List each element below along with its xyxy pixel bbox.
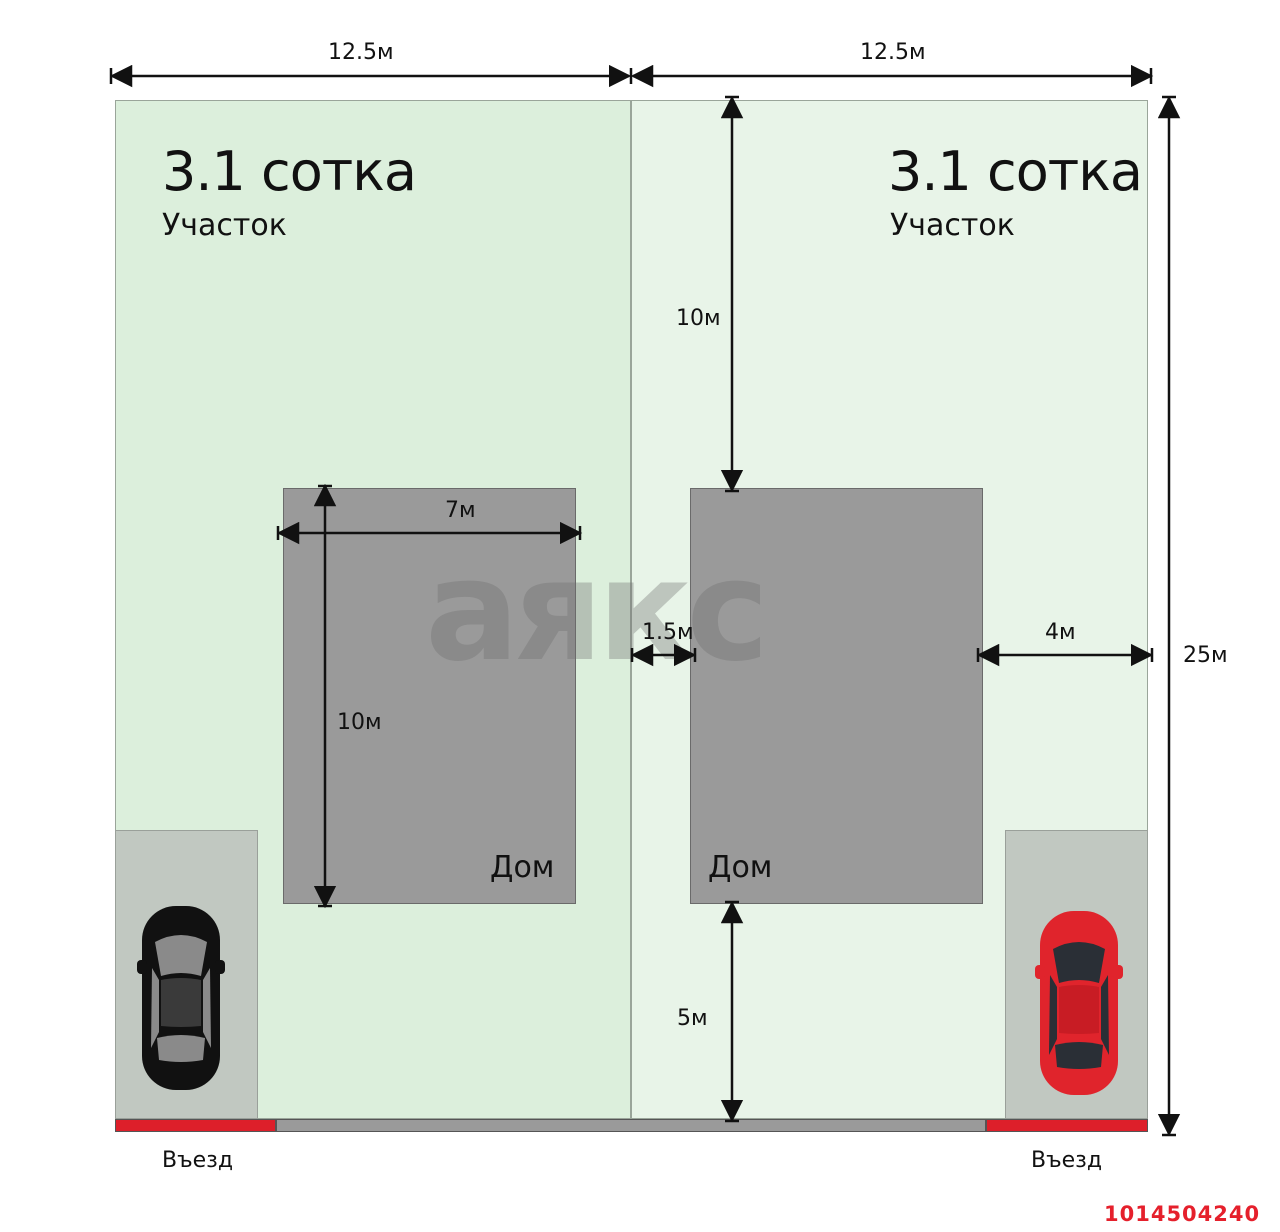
entry-label-left: Въезд: [162, 1148, 234, 1173]
dim-house-width: 7м: [445, 498, 476, 523]
house-label-left: Дом: [490, 850, 555, 885]
road-strip: [276, 1119, 986, 1132]
entry-label-right: Въезд: [1031, 1148, 1103, 1173]
listing-id: 1014504240: [1104, 1202, 1261, 1226]
plot-label-left: Участок: [162, 208, 287, 243]
watermark-logo: аякс: [425, 530, 769, 693]
dim-total-depth: 25м: [1183, 643, 1228, 668]
dim-house-depth: 10м: [337, 710, 382, 735]
dim-plot-width-right: 12.5м: [860, 40, 926, 65]
plot-area-right: 3.1 сотка: [888, 140, 1143, 203]
entry-strip-left: [115, 1119, 276, 1132]
dim-front-setback: 10м: [676, 306, 721, 331]
plot-label-right: Участок: [890, 208, 1015, 243]
dim-side-gap: 1.5м: [642, 620, 694, 645]
dim-rear-setback: 5м: [677, 1006, 708, 1031]
house-right: [690, 488, 983, 904]
dim-plot-width-left: 12.5м: [328, 40, 394, 65]
car-icon-right: [1035, 911, 1123, 1095]
house-label-right: Дом: [708, 850, 773, 885]
car-icon-left: [137, 906, 225, 1090]
plot-area-left: 3.1 сотка: [162, 140, 417, 203]
entry-strip-right: [986, 1119, 1148, 1132]
dim-side-setback: 4м: [1045, 620, 1076, 645]
